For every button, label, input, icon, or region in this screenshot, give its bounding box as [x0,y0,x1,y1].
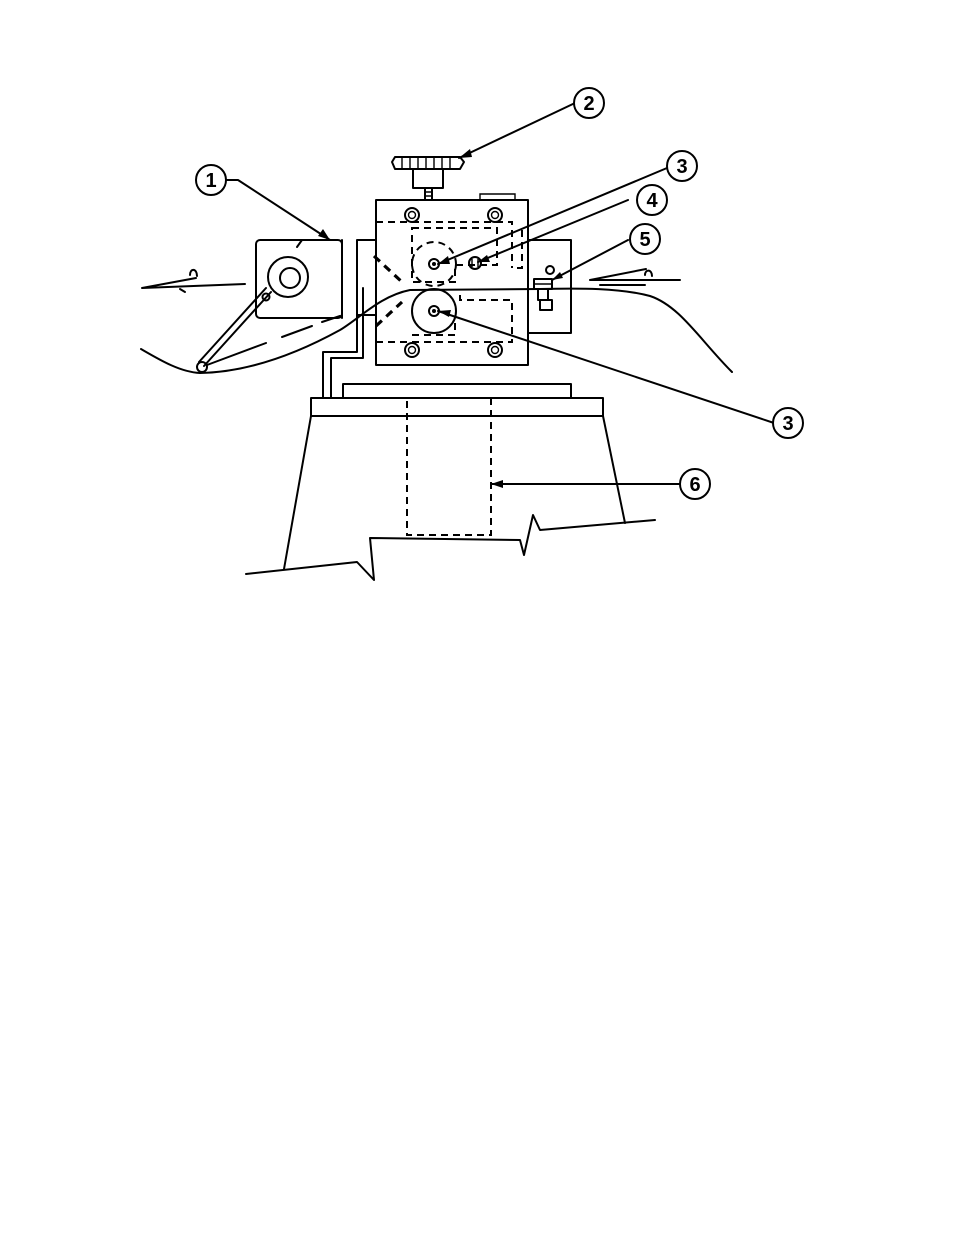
housing-screw-br [488,343,502,357]
adjusting-screw [469,257,481,269]
pressure-knob [392,157,464,200]
callout-4-label: 4 [646,190,658,212]
callout-2: 2 [574,88,604,118]
pedestal-top-plate [311,398,603,416]
housing-screw-tl [405,208,419,222]
pedestal-right-side [603,416,625,523]
callout-3-lower-label: 3 [782,413,793,435]
pedestal-left-side [284,416,311,569]
callout-5: 5 [630,224,660,254]
callout-5-label: 5 [639,229,650,251]
housing-screw-bl [405,343,419,357]
callout-2-label: 2 [583,93,594,115]
hidden-shaft [407,398,491,535]
callout-6-label: 6 [689,474,700,496]
pedestal-break-line [246,515,655,580]
callout-6: 6 [680,469,710,499]
wire-flow-arrow-right [590,269,680,285]
housing-screw-tr [488,208,502,222]
wire-flow-arrow-left [142,278,245,292]
housing-left-flange [357,240,376,315]
wire-path [141,269,732,373]
callout-3-upper: 3 [667,151,697,181]
callout-1-label: 1 [205,170,216,192]
callout-4: 4 [637,185,667,215]
callout-3-upper-label: 3 [676,156,687,178]
callout-3-lower: 3 [773,408,803,438]
hidden-upper-cavity [376,222,512,282]
inlet-guide [197,240,342,372]
hidden-lower-cavity [376,292,512,342]
pedestal [246,398,655,580]
callout-1: 1 [196,165,226,195]
